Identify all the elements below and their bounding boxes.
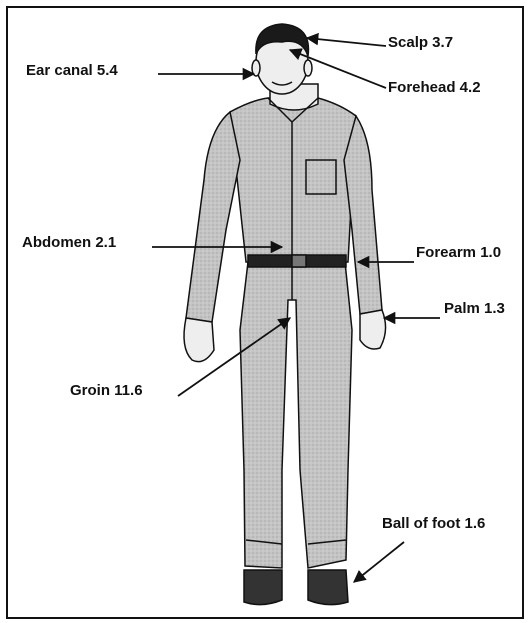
label-forearm: Forearm 1.0 — [416, 244, 501, 262]
left-hand — [184, 318, 214, 362]
label-abdomen: Abdomen 2.1 — [22, 234, 116, 252]
right-sleeve — [344, 116, 382, 314]
label-palm: Palm 1.3 — [444, 300, 505, 318]
left-shoe — [244, 570, 282, 605]
right-hand — [360, 310, 386, 349]
left-sleeve — [186, 112, 240, 322]
shirt — [230, 98, 356, 262]
trousers — [240, 262, 352, 568]
man-figure — [184, 24, 386, 605]
label-scalp: Scalp 3.7 — [388, 34, 453, 52]
right-shoe — [308, 570, 348, 605]
label-groin: Groin 11.6 — [70, 382, 143, 400]
arrow-ball-of-foot — [354, 542, 404, 582]
label-forehead: Forehead 4.2 — [388, 79, 481, 97]
arrow-scalp — [307, 38, 386, 46]
label-ball-of-foot: Ball of foot 1.6 — [382, 515, 485, 533]
label-ear-canal: Ear canal 5.4 — [26, 62, 118, 80]
